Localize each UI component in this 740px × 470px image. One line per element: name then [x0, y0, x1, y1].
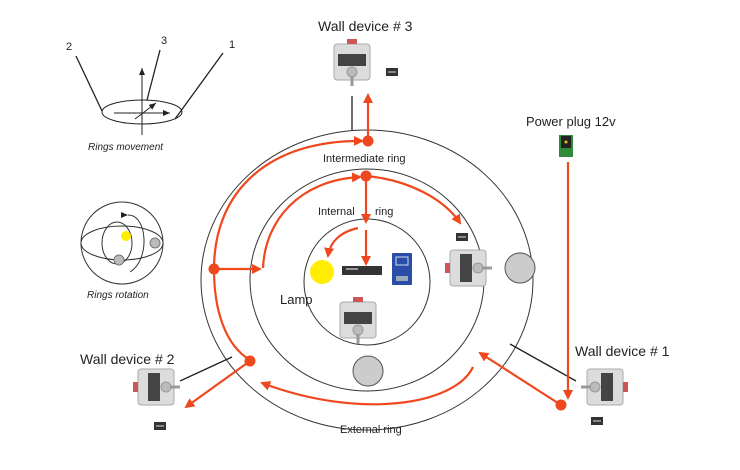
- lamp-dot: [121, 231, 131, 241]
- driver-chip-right: [456, 233, 468, 241]
- wheel-dot-bottom: [113, 254, 125, 266]
- internal-ring-label-b: ring: [375, 206, 393, 218]
- power-plug-label: Power plug 12v: [526, 114, 616, 129]
- axis-1-line: [174, 52, 224, 120]
- axis-2-line: [75, 55, 103, 112]
- motor-right: [444, 249, 493, 287]
- junction-intermediate: [360, 170, 372, 182]
- driver-chip-wall3: [386, 68, 398, 76]
- rings-rotation-inset: Rings rotation: [80, 201, 164, 301]
- diagonal-axis-arrow: [134, 102, 157, 120]
- external-ring-label: External ring: [340, 424, 402, 436]
- axis-3-label: 3: [161, 35, 167, 47]
- internal-ring-label-a: Internal: [318, 206, 355, 218]
- rotation-arrow: [120, 211, 145, 273]
- arrow-to-wall2: [184, 360, 251, 409]
- motor-wall2: [132, 368, 181, 406]
- motor-wall3: [333, 38, 371, 87]
- junction-top: [362, 135, 374, 147]
- wall3-label: Wall device # 3: [318, 18, 413, 34]
- rings-movement-inset: 2 3 1 Rings movement: [66, 35, 235, 153]
- junction-power: [555, 399, 567, 411]
- wifi-board: [392, 253, 412, 285]
- arrow-from-power: [478, 351, 562, 406]
- wall2-label: Wall device # 2: [80, 351, 175, 367]
- rings-movement-caption: Rings movement: [88, 142, 164, 153]
- microcontroller-chip: [342, 266, 382, 275]
- intermediate-ring-label: Intermediate ring: [323, 153, 406, 165]
- link-wall2: [179, 356, 233, 382]
- link-wall1: [509, 343, 577, 382]
- arrow-external-bottom: [260, 366, 474, 406]
- axis-3-line: [146, 49, 161, 101]
- axis-1-label: 1: [229, 39, 235, 51]
- axis-2-label: 2: [66, 41, 72, 53]
- signal-arrows: [184, 93, 573, 409]
- junction-bottom-left: [244, 355, 256, 367]
- arrow-to-right-motor: [365, 174, 462, 225]
- arrow-intermediate-up: [261, 172, 362, 269]
- motor-wall1: [580, 368, 629, 406]
- driver-chip-wall1: [591, 417, 603, 425]
- rings-rotation-caption: Rings rotation: [87, 290, 149, 301]
- arrow-to-lamp: [324, 226, 359, 258]
- junction-left: [208, 263, 220, 275]
- driver-chip-wall2: [154, 422, 166, 430]
- motor-center: [339, 296, 377, 345]
- arrow-external-to-intermediate-top: [212, 135, 364, 270]
- lamp-icon: [310, 260, 334, 284]
- power-plug-icon: [559, 135, 573, 157]
- lamp-label: Lamp: [280, 292, 313, 307]
- junction-dots: [208, 135, 567, 411]
- arrow-external-down: [212, 268, 251, 361]
- wheel-dot-right: [149, 237, 161, 249]
- wheel-bottom: [352, 355, 384, 387]
- wheel-right: [504, 252, 536, 284]
- wall1-label: Wall device # 1: [575, 343, 670, 359]
